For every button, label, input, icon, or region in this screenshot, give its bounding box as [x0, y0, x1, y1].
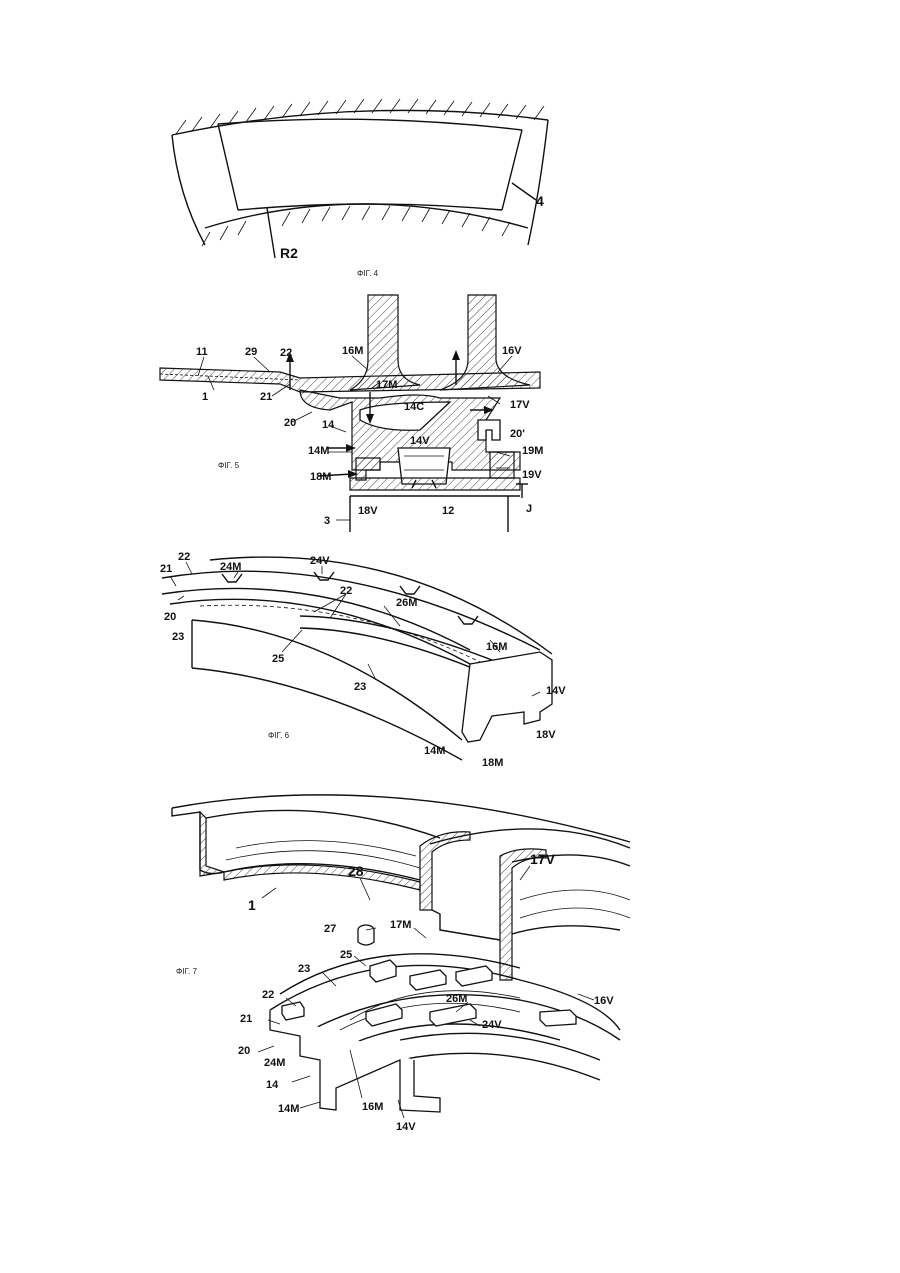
fig6-label-23-left: 23: [172, 631, 184, 643]
fig5-caption: ΦΙΓ. 5: [218, 461, 240, 470]
fig5-label-21: 21: [260, 391, 272, 403]
fig7-label-27: 27: [324, 923, 336, 935]
fig6-label-25: 25: [272, 653, 284, 665]
fig7-label-21: 21: [240, 1013, 252, 1025]
fig5-label-14m: 14M: [308, 445, 329, 457]
fig7-label-16m: 16M: [362, 1101, 383, 1113]
fig5-label-1: 1: [202, 391, 208, 403]
fig4-ref4-leader: [512, 183, 536, 200]
fig6-label-16m: 16M: [486, 641, 507, 653]
fig7-label-23: 23: [298, 963, 310, 975]
fig7-label-20: 20: [238, 1045, 250, 1057]
fig5-clip: [478, 420, 500, 440]
fig5-label-19m: 18V: [358, 505, 378, 517]
fig7-label-1: 1: [248, 897, 256, 913]
fig7-label-17v: 17V: [530, 851, 556, 867]
fig6-label-21: 21: [160, 563, 172, 575]
fig7-label-26m: 26M: [446, 993, 467, 1005]
fig5-label-17m: 17M: [376, 379, 397, 391]
fig5-label-14: 14: [322, 419, 335, 431]
figure-6: 21 22 24M 24V 20 23 22 26M 25 16M 23 14V…: [160, 551, 566, 769]
fig6-label-18m: 18M: [482, 757, 503, 769]
fig5-label-29: 29: [245, 346, 257, 358]
fig4-caption: ΦΙΓ. 4: [357, 269, 379, 278]
fig5-label-14c: 14C: [404, 401, 424, 413]
fig5-label-20prime: 20': [510, 428, 525, 440]
fig6-label-23-mid: 23: [354, 681, 366, 693]
fig7-label-24m: 24M: [264, 1057, 285, 1069]
fig5-label-18v: 19M: [522, 445, 543, 457]
fig5-label-16m: 16M: [342, 345, 363, 357]
fig4-label-r2: R2: [280, 245, 298, 261]
fig6-label-20: 20: [164, 611, 176, 623]
figure-7: 28 1 17V 27 17M 25 23 26M 16V 22 24V 21 …: [172, 795, 630, 1133]
fig5-hook-18v: [490, 452, 514, 478]
fig5-label-j: J: [526, 503, 532, 515]
fig7-label-25: 25: [340, 949, 352, 961]
fig6-label-18v: 18V: [536, 729, 556, 741]
fig5-label-18m: 18M: [310, 471, 331, 483]
fig7-caption: ΦΙΓ. 7: [176, 967, 198, 976]
fig5-label-20: 20: [284, 417, 296, 429]
fig7-label-17m: 17M: [390, 919, 411, 931]
fig6-label-26m: 26M: [396, 597, 417, 609]
fig5-label-11: 11: [196, 346, 208, 358]
fig5-rail-12: [350, 478, 520, 490]
fig7-ring-segment: [270, 954, 620, 1112]
fig4-lower-wall: [202, 204, 528, 246]
figure-5: 11 29 22 16M 16V 17M 17V 1 21 20 14 14C …: [160, 295, 543, 532]
fig5-label-14v: 14V: [410, 435, 430, 447]
fig7-label-24v: 24V: [482, 1019, 502, 1031]
fig5-label-17v: 17V: [510, 399, 530, 411]
fig4-label-4: 4: [536, 193, 544, 209]
fig4-sector-plate: [218, 119, 522, 210]
fig6-top-notches: [222, 572, 478, 624]
fig5-label-3: 3: [324, 515, 330, 527]
fig6-label-24v: 24V: [310, 555, 330, 567]
fig6-label-22: 22: [178, 551, 190, 563]
fig6-lower-face-top: [192, 620, 462, 740]
fig6-caption: ΦΙΓ. 6: [268, 731, 290, 740]
fig6-label-14v: 14V: [546, 685, 566, 697]
fig4-upper-wall: [172, 99, 548, 135]
fig7-label-14m: 14M: [278, 1103, 299, 1115]
fig4-left-edge: [172, 135, 205, 245]
fig4-r2-leader: [267, 208, 275, 258]
fig5-label-19v: 19V: [522, 469, 542, 481]
fig5-label-16v: 16V: [502, 345, 522, 357]
fig7-label-14: 14: [266, 1079, 279, 1091]
fig7-label-14v: 14V: [396, 1121, 416, 1133]
fig7-label-28: 28: [348, 863, 364, 879]
fig4-right-edge: [528, 120, 548, 245]
fig7-label-22: 22: [262, 989, 274, 1001]
fig5-hook-18m: [356, 458, 380, 480]
fig6-label-22-mid: 22: [340, 585, 352, 597]
fig5-label-12: 12: [442, 505, 454, 517]
fig7-bolt-27: [358, 925, 374, 945]
fig6-lower-face-bottom: [192, 668, 462, 760]
figure-4: R2 4 ΦΙΓ. 4: [172, 99, 548, 278]
fig6-label-24m: 24M: [220, 561, 241, 573]
fig7-casing-shell: [172, 795, 630, 980]
fig6-label-14m: 14M: [424, 745, 445, 757]
fig7-label-16v: 16V: [594, 995, 614, 1007]
fig5-label-22: 22: [280, 347, 292, 359]
